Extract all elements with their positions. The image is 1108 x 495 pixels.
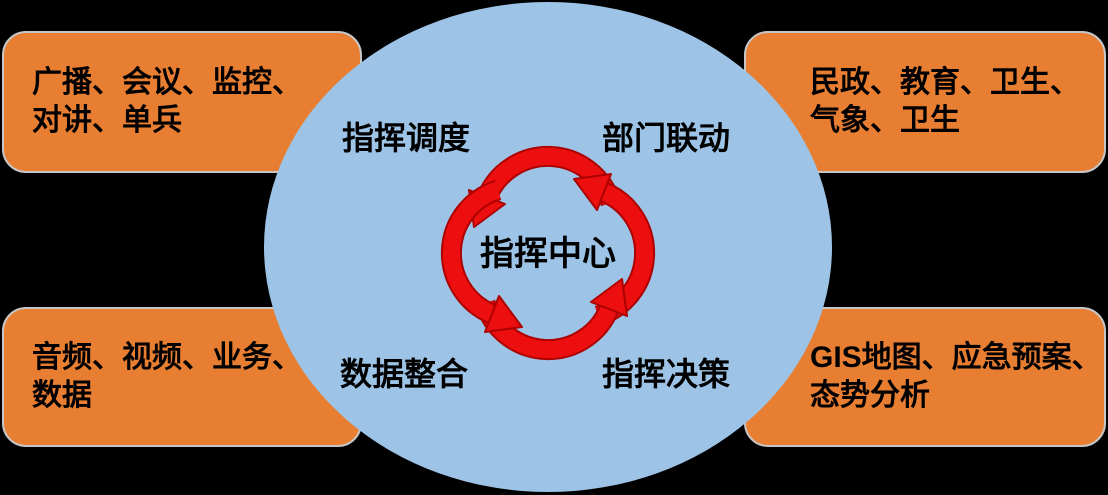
quadrant-label-command-dispatch: 指挥调度 <box>342 120 471 156</box>
counterclockwise-cycle-arrows-icon <box>440 145 656 361</box>
info-box-top-right-line2: 气象、卫生 <box>810 104 960 137</box>
info-box-top-left-line2: 对讲、单兵 <box>32 104 182 137</box>
quadrant-label-command-decision: 指挥决策 <box>602 356 731 392</box>
info-box-top-left: 广播、会议、监控、 对讲、单兵 <box>2 31 362 173</box>
info-box-bottom-left-line2: 数据 <box>32 379 92 412</box>
info-box-bottom-left-line1: 音频、视频、业务、 <box>32 341 302 374</box>
command-center-ellipse <box>264 2 832 492</box>
cycle-arrow-petal-left <box>440 179 523 333</box>
center-title: 指挥中心 <box>480 235 616 273</box>
info-box-top-right-line1: 民政、教育、卫生、 <box>810 66 1080 99</box>
info-box-bottom-right-line2: 态势分析 <box>810 379 930 412</box>
quadrant-label-data-integration: 数据整合 <box>340 356 469 392</box>
info-box-top-left-line1: 广播、会议、监控、 <box>32 66 302 99</box>
info-box-bottom-right-line1: GIS地图、应急预案、 <box>810 341 1102 374</box>
quadrant-label-department-linkage: 部门联动 <box>602 120 731 156</box>
